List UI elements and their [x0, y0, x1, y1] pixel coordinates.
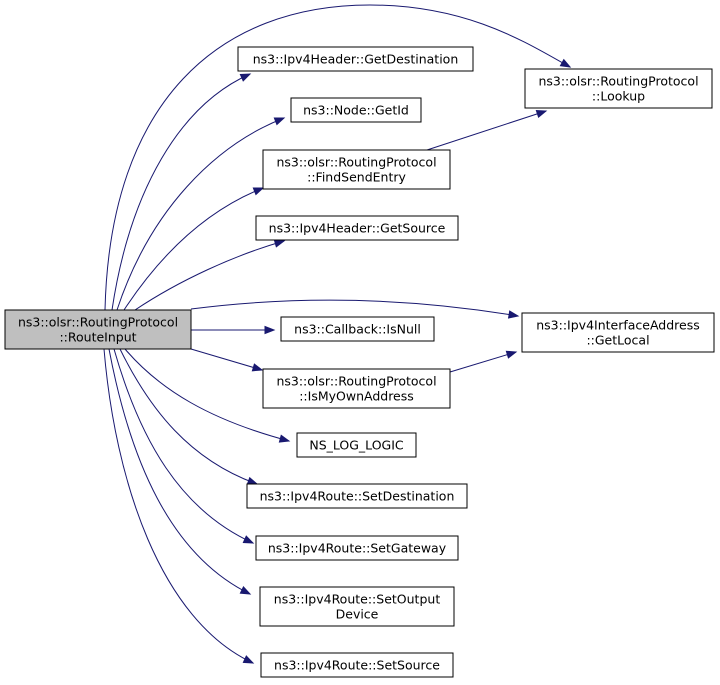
edge-route-input-to-is-my-own-address	[190, 348, 264, 372]
node-label: ns3::olsr::RoutingProtocol	[18, 315, 178, 330]
node-box	[260, 652, 454, 678]
arrowhead	[535, 109, 548, 118]
nodes: ns3::olsr::RoutingProtocol::RouteInputns…	[4, 46, 715, 678]
node-label: ns3::Node::GetId	[303, 103, 409, 118]
node-label: ::Lookup	[592, 89, 645, 104]
node-ns-log-logic[interactable]: NS_LOG_LOGIC	[296, 432, 417, 458]
node-label: ns3::Ipv4Route::SetOutput	[274, 592, 441, 607]
arrowhead	[273, 239, 286, 248]
node-box	[255, 535, 459, 561]
edge-route-input-to-get-source	[134, 239, 286, 311]
arrowhead	[239, 73, 252, 82]
node-box	[280, 316, 435, 342]
arrowhead	[507, 310, 520, 319]
node-label: ns3::olsr::RoutingProtocol	[276, 374, 436, 389]
node-label: ::FindSendEntry	[307, 170, 406, 185]
arrowhead	[273, 117, 286, 126]
node-label: ns3::Ipv4InterfaceAddress	[536, 318, 700, 333]
node-get-source[interactable]: ns3::Ipv4Header::GetSource	[255, 215, 459, 241]
node-box	[259, 586, 455, 627]
node-label: ns3::Callback::IsNull	[294, 322, 421, 337]
node-label: Device	[336, 607, 379, 622]
node-label: ns3::Ipv4Route::SetSource	[274, 658, 440, 673]
node-label: ::GetLocal	[586, 333, 649, 348]
node-find-send-entry[interactable]: ns3::olsr::RoutingProtocol::FindSendEntr…	[262, 149, 451, 190]
arrowhead	[252, 187, 265, 196]
node-lookup[interactable]: ns3::olsr::RoutingProtocol::Lookup	[524, 68, 713, 109]
node-box	[255, 215, 459, 241]
node-set-source[interactable]: ns3::Ipv4Route::SetSource	[260, 652, 454, 678]
edge-route-input-to-set-output-device	[108, 348, 252, 595]
arrowhead	[264, 325, 276, 335]
edge-route-input-to-lookup	[104, 4, 572, 311]
edge-is-my-own-address-to-get-local	[449, 350, 518, 373]
edge-route-input-to-get-destination	[111, 73, 252, 311]
edges	[103, 4, 572, 664]
edge-route-input-to-set-gateway	[113, 348, 255, 544]
arrowhead	[242, 655, 255, 664]
edge-route-input-to-find-send-entry	[123, 187, 265, 311]
node-label: ns3::olsr::RoutingProtocol	[538, 74, 698, 89]
node-label: ::RouteInput	[59, 330, 136, 345]
node-label: ns3::Ipv4Route::SetGateway	[268, 541, 447, 556]
node-box	[290, 97, 422, 123]
edge-route-input-to-set-destination	[119, 348, 259, 485]
node-box	[524, 68, 713, 109]
node-box	[237, 46, 474, 72]
edge-route-input-to-is-null	[191, 325, 276, 335]
edge-route-input-to-ns-log-logic	[124, 348, 291, 443]
node-get-local[interactable]: ns3::Ipv4InterfaceAddress::GetLocal	[521, 312, 715, 353]
node-box	[262, 368, 451, 409]
node-get-destination[interactable]: ns3::Ipv4Header::GetDestination	[237, 46, 474, 72]
node-box	[246, 483, 468, 509]
edge-route-input-to-set-source	[103, 348, 255, 664]
node-label: ns3::Ipv4Route::SetDestination	[260, 489, 455, 504]
node-box	[521, 312, 715, 353]
node-set-gateway[interactable]: ns3::Ipv4Route::SetGateway	[255, 535, 459, 561]
node-box	[296, 432, 417, 458]
node-route-input[interactable]: ns3::olsr::RoutingProtocol::RouteInput	[4, 309, 192, 350]
edge-find-send-entry-to-lookup	[426, 109, 548, 151]
node-label: ns3::Ipv4Header::GetSource	[269, 221, 446, 236]
node-get-id[interactable]: ns3::Node::GetId	[290, 97, 422, 123]
node-box	[262, 149, 451, 190]
edge-route-input-to-get-id	[116, 117, 286, 311]
node-box	[4, 309, 192, 350]
arrowhead	[242, 535, 255, 544]
arrowhead	[246, 476, 259, 485]
node-set-destination[interactable]: ns3::Ipv4Route::SetDestination	[246, 483, 468, 509]
node-label: NS_LOG_LOGIC	[309, 438, 404, 453]
edge-route-input-to-get-local	[190, 299, 520, 319]
node-label: ::IsMyOwnAddress	[299, 389, 414, 404]
node-is-my-own-address[interactable]: ns3::olsr::RoutingProtocol::IsMyOwnAddre…	[262, 368, 451, 409]
arrowhead	[505, 350, 518, 359]
node-label: ns3::Ipv4Header::GetDestination	[253, 52, 459, 67]
arrowhead	[239, 586, 252, 595]
arrowhead	[251, 363, 264, 372]
node-label: ns3::olsr::RoutingProtocol	[276, 155, 436, 170]
arrowhead	[559, 58, 572, 68]
node-is-null[interactable]: ns3::Callback::IsNull	[280, 316, 435, 342]
arrowhead	[278, 434, 291, 443]
